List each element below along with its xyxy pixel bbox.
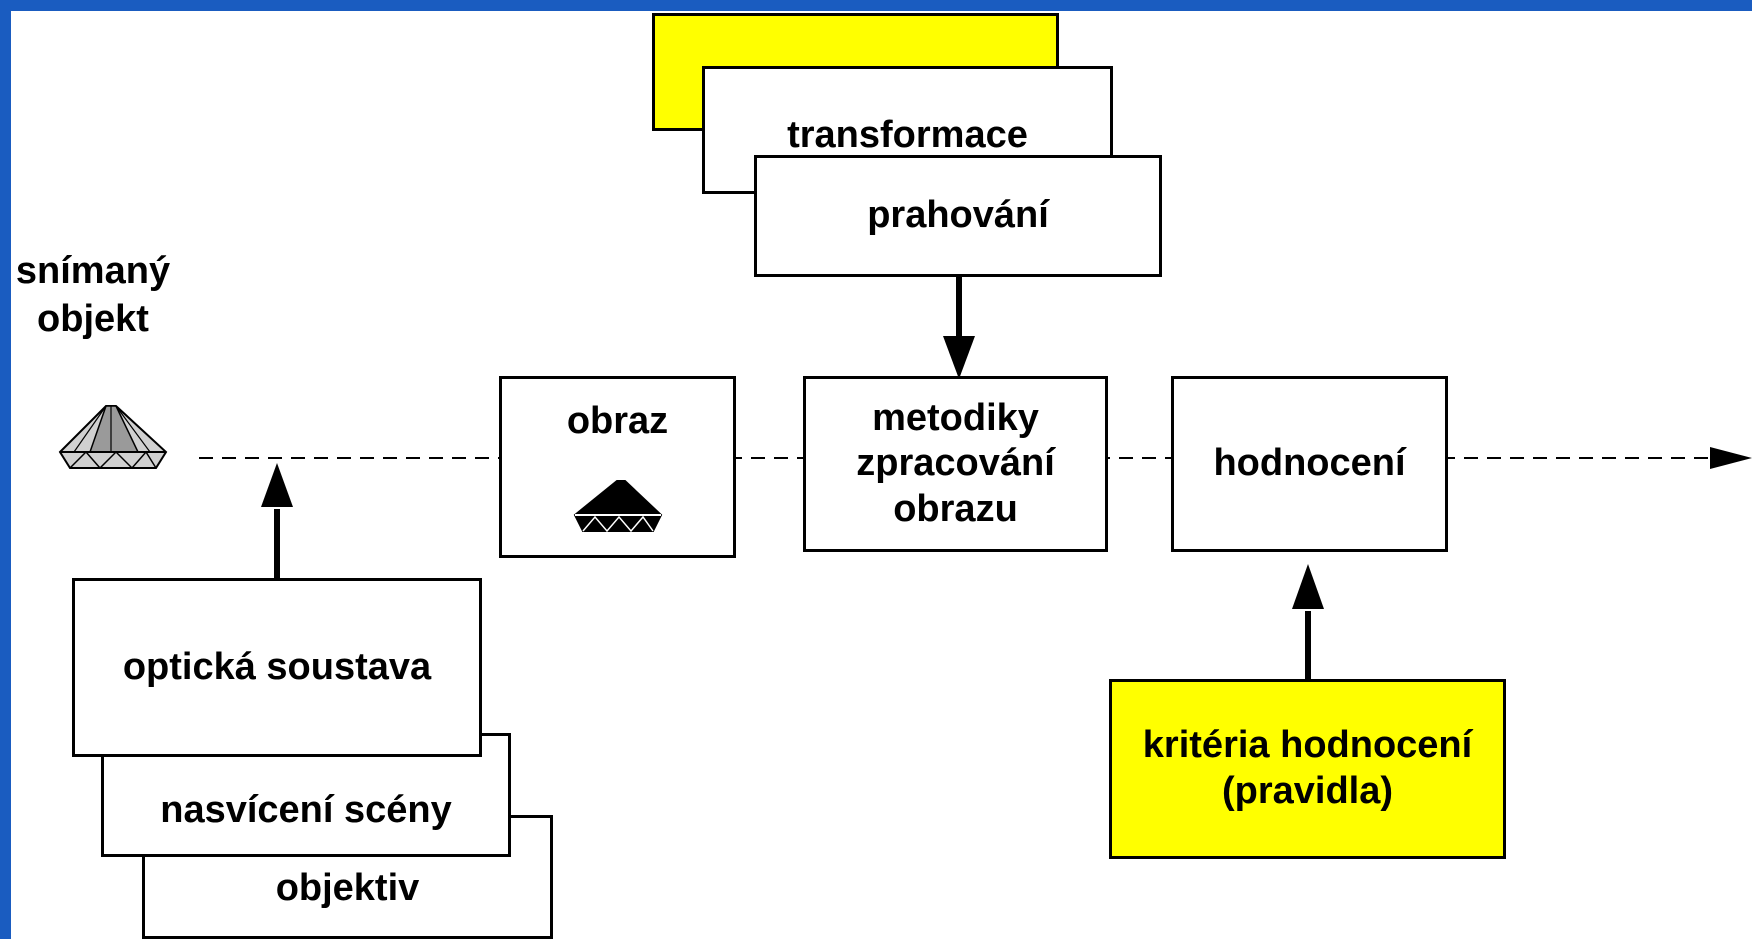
transformace-label: transformace bbox=[787, 114, 1028, 156]
dark-gem-icon bbox=[573, 479, 662, 532]
objektiv-label: objektiv bbox=[275, 867, 420, 909]
scene-object-label: snímaný objekt bbox=[15, 250, 171, 340]
arrowhead-up-kriteria bbox=[1292, 564, 1324, 609]
kriteria-label: kritéria hodnocení (pravidla) bbox=[1142, 724, 1473, 812]
nasviceni-label: nasvícení scény bbox=[160, 789, 452, 831]
diamond-gem-icon bbox=[58, 405, 168, 470]
opticka-soustava-box: optická soustava bbox=[72, 578, 482, 757]
opticka-label: optická soustava bbox=[122, 645, 432, 688]
connector-layer bbox=[58, 276, 1752, 679]
kriteria-box: kritéria hodnocení (pravidla) bbox=[1109, 679, 1506, 859]
flow-arrowhead bbox=[1710, 447, 1752, 469]
diagram-slide: transformace prahování snímaný objekt ob… bbox=[11, 11, 1752, 939]
obraz-box: obraz bbox=[499, 376, 736, 558]
arrowhead-up-optika bbox=[261, 463, 293, 507]
obraz-label: obraz bbox=[566, 400, 669, 442]
hodnoceni-box: hodnocení bbox=[1171, 376, 1448, 552]
prahovani-box: prahování bbox=[754, 155, 1162, 277]
prahovani-label: prahování bbox=[867, 194, 1049, 237]
arrowhead-down bbox=[943, 336, 975, 379]
metodiky-label: metodiky zpracování obrazu bbox=[856, 396, 1055, 530]
metodiky-box: metodiky zpracování obrazu bbox=[803, 376, 1108, 552]
hodnoceni-label: hodnocení bbox=[1213, 442, 1406, 485]
